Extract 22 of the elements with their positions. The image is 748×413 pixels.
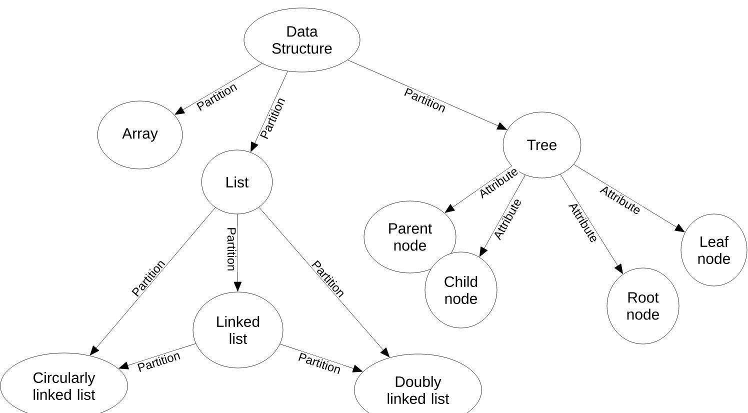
ellipse-node: Root node <box>606 268 680 344</box>
arrow <box>560 174 623 274</box>
ellipse-node: List <box>201 150 273 214</box>
arrow <box>444 166 512 213</box>
ellipse-node: Leaf node <box>680 214 748 286</box>
ellipse-node: Child node <box>424 252 498 328</box>
arrow <box>234 214 242 292</box>
ellipse-node: Data Structure <box>244 8 360 72</box>
edge-label: Partition <box>226 226 238 272</box>
arrow <box>280 344 363 372</box>
arrow <box>250 71 288 152</box>
arrow <box>347 60 507 130</box>
arrow <box>479 174 526 257</box>
arrow <box>118 343 196 370</box>
arrow <box>90 207 216 356</box>
ellipse-node: Parent node <box>364 200 456 274</box>
edge-label: Partition <box>135 349 182 374</box>
ellipse-node: Array <box>97 100 183 170</box>
arrow <box>574 164 685 232</box>
arrow <box>258 207 390 358</box>
ellipse-node: Linked list <box>192 292 284 368</box>
arrow <box>174 63 262 115</box>
